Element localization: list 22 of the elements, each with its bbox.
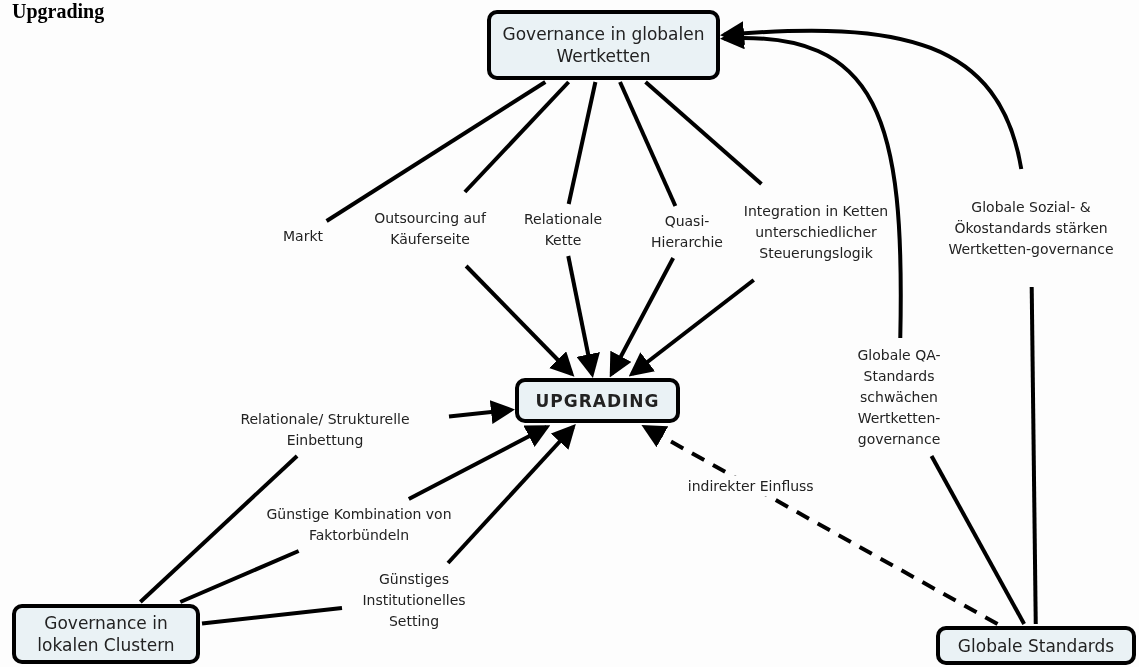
link-phrase: Globale Sozial- & Ökostandards stärken Wertketten-governance [928,173,1134,283]
arrow [446,424,576,565]
link-phrase: Markt [271,225,335,247]
arrow [628,278,755,377]
arrow [448,400,515,424]
link-phrase: Relationale Kette [511,208,615,252]
link-phrase: Relationale/ Strukturelle Einbettung [205,408,445,452]
arrow [720,21,1024,170]
link-phrase: Globale QA-Standards schwächen Wertketten-governance [831,342,967,452]
concept-box: Governance in globalen Wertketten [487,10,720,80]
arrow [566,255,600,378]
link-phrase: Outsourcing auf Käuferseite [368,196,492,262]
arrow [641,425,999,626]
arrow [609,257,675,378]
concept-box: Governance in lokalen Clustern [12,604,200,664]
concept-box: UPGRADING [515,378,680,423]
arrow [407,425,551,501]
link-phrase: Günstiges Institutionelles Setting [346,567,482,633]
concept-box: Globale Standards [936,626,1136,665]
arrow [464,264,575,377]
link-phrase: Günstige Kombination von Faktorbündeln [243,503,475,547]
title: Upgrading [12,0,105,22]
